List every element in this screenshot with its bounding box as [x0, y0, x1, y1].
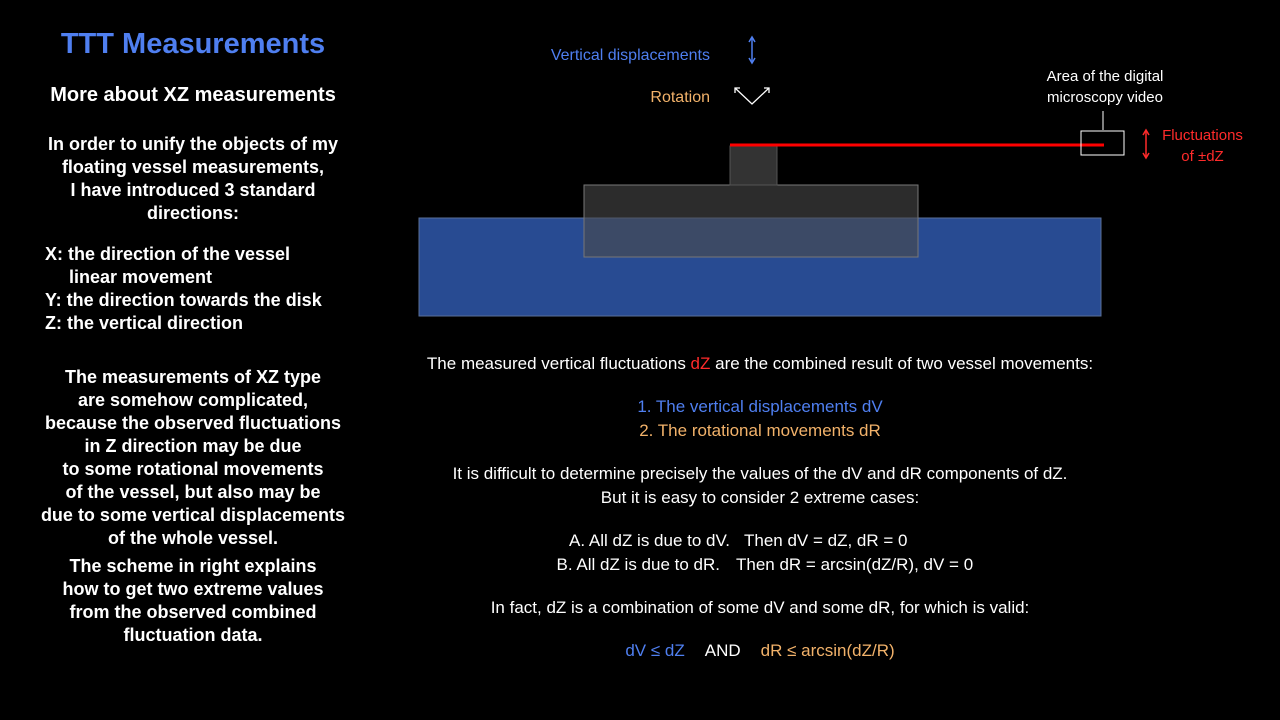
condition-dv: dV ≤ dZ [625, 641, 685, 660]
axes-definitions: X: the direction of the vessel linear mo… [45, 243, 385, 335]
axis-z-definition: Z: the vertical direction [45, 313, 244, 333]
axis-y-definition: Y: the direction towards the disk [45, 290, 322, 310]
rotation-arrow-icon [734, 87, 770, 105]
text-line: I have introduced 3 standard [70, 180, 316, 200]
axis-x-definition: X: the direction of the vessel [45, 244, 291, 264]
scheme-paragraph: The scheme in right explains how to get … [30, 555, 356, 647]
vessel-body [583, 184, 919, 258]
microscopy-area-box [1080, 130, 1125, 156]
movement-list: 1. The vertical displacements dV 2. The … [390, 395, 1130, 443]
intro-paragraph: In order to unify the objects of my floa… [18, 133, 368, 225]
text-line: of the whole vessel. [107, 528, 279, 548]
microscopy-area-label: Area of the digital microscopy video [1030, 66, 1180, 108]
vertical-displacements-label: Vertical displacements [550, 47, 710, 64]
difficulty-text: It is difficult to determine precisely t… [390, 462, 1130, 510]
text-line: from the observed combined [69, 602, 317, 622]
text-line: But it is easy to consider 2 extreme cas… [600, 488, 920, 507]
text-line: It is difficult to determine precisely t… [452, 464, 1068, 483]
in-fact-text: In fact, dZ is a combination of some dV … [490, 598, 1030, 617]
extreme-cases: A. All dZ is due to dV. Then dV = dZ, dR … [548, 529, 1028, 577]
case-b-condition: B. All dZ is due to dR. [556, 555, 720, 574]
condition-dr: dR ≤ arcsin(dZ/R) [760, 641, 895, 660]
fluctuation-arrow-icon [1142, 128, 1150, 160]
case-b-result: Then dR = arcsin(dZ/R), dV = 0 [736, 555, 974, 574]
list-item-vertical: 1. The vertical displacements dV [637, 397, 883, 416]
text-line: fluctuation data. [123, 625, 263, 645]
fluctuations-label: Fluctuations of ±dZ [1150, 125, 1255, 167]
page-title: TTT Measurements [60, 28, 326, 60]
text-line: are somehow complicated, [77, 390, 309, 410]
case-a-condition: A. All dZ is due to dV. [569, 531, 730, 550]
text-span: are the combined result of two vessel mo… [710, 354, 1094, 373]
dz-highlight: dZ [690, 354, 711, 373]
text-span: The measured vertical fluctuations [426, 354, 691, 373]
axis-x-definition-cont: linear movement [69, 267, 213, 287]
text-line: directions: [146, 203, 239, 223]
label-line: Area of the digital [1046, 68, 1164, 85]
measured-fluctuations-line: The measured vertical fluctuations dZ ar… [390, 352, 1130, 376]
case-a-result: Then dV = dZ, dR = 0 [744, 531, 908, 550]
vessel-diagram [418, 35, 1150, 317]
label-line: of ±dZ [1181, 148, 1224, 165]
text-line: The measurements of XZ type [64, 367, 322, 387]
text-line: because the observed fluctuations [44, 413, 342, 433]
text-line: due to some vertical displacements [40, 505, 346, 525]
text-line: to some rotational movements [62, 459, 324, 479]
rotation-label: Rotation [650, 89, 710, 106]
text-line: The scheme in right explains [69, 556, 317, 576]
page-subtitle: More about XZ measurements [50, 84, 336, 106]
text-line: of the vessel, but also may be [65, 482, 321, 502]
and-label: AND [704, 641, 741, 660]
vertical-displacement-arrow-icon [748, 35, 756, 65]
complication-paragraph: The measurements of XZ type are somehow … [30, 366, 356, 550]
list-item-rotational: 2. The rotational movements dR [639, 421, 881, 440]
validity-conditions: dV ≤ dZ AND dR ≤ arcsin(dZ/R) [390, 639, 1130, 663]
text-line: in Z direction may be due [84, 436, 302, 456]
case-a: A. All dZ is due to dV. Then dV = dZ, dR … [548, 529, 1028, 553]
text-line: floating vessel measurements, [61, 157, 325, 177]
case-b: B. All dZ is due to dR. Then dR = arcsin(… [548, 553, 1028, 577]
label-line: Fluctuations [1162, 127, 1243, 144]
label-line: microscopy video [1047, 89, 1163, 106]
text-line: In order to unify the objects of my [47, 134, 339, 154]
vessel-mast [729, 145, 778, 186]
text-line: how to get two extreme values [62, 579, 324, 599]
